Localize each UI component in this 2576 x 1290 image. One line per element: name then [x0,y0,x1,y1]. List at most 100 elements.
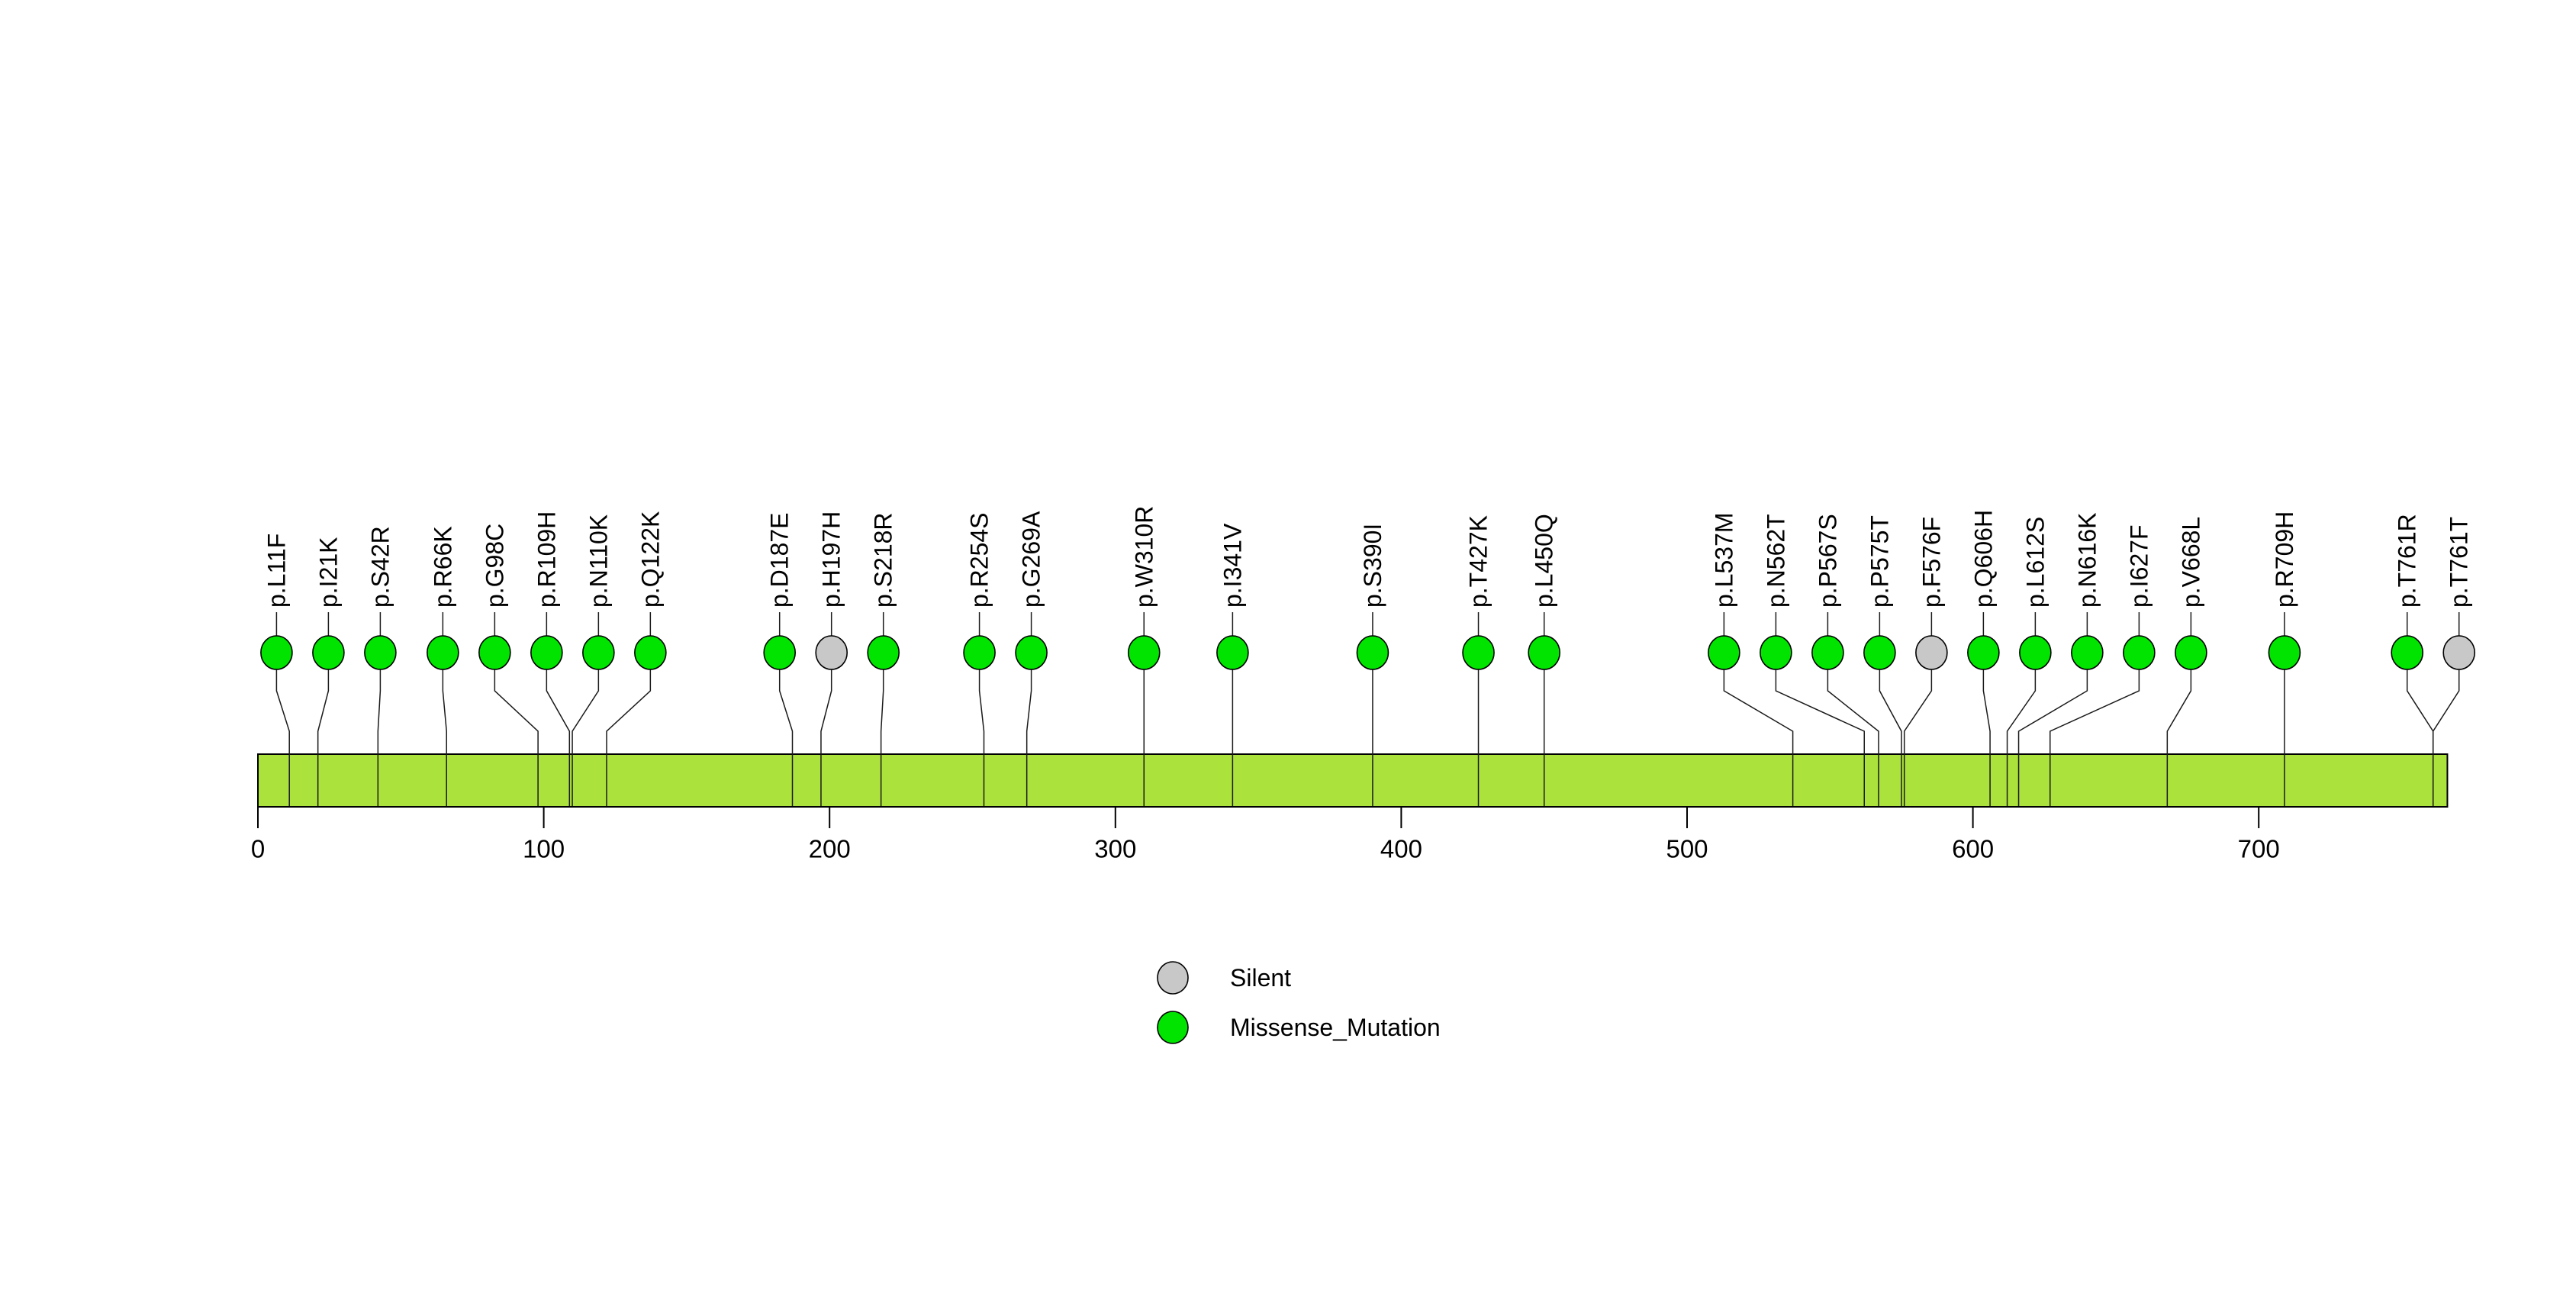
mutation-label: p.D187E [766,512,794,608]
mutation-circle-missense [1760,635,1792,670]
lollipop-p.S218R: p.S218R [867,512,900,806]
mutation-circle-missense [2175,635,2207,670]
mutation-label: p.S42R [366,526,394,608]
mutation-circle-missense [2268,635,2301,670]
lollipop-stem [494,669,539,806]
lollipop-stem [2017,669,2088,806]
lollipop-stem [572,669,600,806]
mutation-circle-missense [1528,635,1560,670]
lollipop-p.H197H: p.H197H [815,511,848,806]
lollipop-p.G98C: p.G98C [478,524,539,806]
mutation-circle-missense [2071,635,2104,670]
lollipop-p.W310R: p.W310R [1127,506,1161,806]
mutation-circle-silent [815,635,848,670]
lollipop-stem [377,669,382,806]
lollipop-stem [820,669,832,806]
mutation-circle-missense [963,635,996,670]
mutation-label: p.P567S [1814,514,1841,608]
lollipop-stem [275,669,290,806]
mutation-circle-missense [1462,635,1495,670]
mutation-circle-missense [1015,635,1048,670]
mutation-label: p.R254S [966,512,993,608]
lollipop-stem [2049,669,2140,806]
lollipop-stem [2006,669,2037,806]
lollipop-p.R66K: p.R66K [427,526,459,806]
legend-label: Missense_Mutation [1230,1014,1441,1041]
mutation-circle-missense [634,635,667,670]
mutation-circle-missense [1863,635,1896,670]
axis-tick-label: 200 [809,835,851,863]
lollipop-p.I21K: p.I21K [312,537,345,806]
mutation-label: p.T761T [2446,517,2473,608]
legend-swatch-circle [1157,1011,1189,1044]
mutation-circle-missense [1708,635,1740,670]
lollipop-p.Q122K: p.Q122K [606,511,667,806]
lollipop-p.S42R: p.S42R [364,526,397,806]
mutation-label: p.G269A [1018,511,1045,608]
lollipop-p.L612S: p.L612S [2006,517,2052,806]
mutation-label: p.F576F [1918,517,1945,608]
mutation-label: p.P575T [1866,515,1893,608]
lollipop-p.P575T: p.P575T [1863,515,1902,806]
mutation-label: p.R709H [2271,511,2298,608]
mutation-label: p.S390I [1359,524,1386,608]
lollipop-p.V668L: p.V668L [2166,517,2207,806]
lollipop-stem [1723,669,1794,806]
lollipop-stem [978,669,985,806]
mutation-label: p.N616K [2073,512,2101,608]
mutation-label: p.N562T [1762,514,1789,608]
lollipop-p.I627F: p.I627F [2049,524,2156,806]
lollipop-stem [1827,669,1879,806]
mutation-circle-missense [427,635,459,670]
lollipop-stem [606,669,652,806]
lollipop-p.N562T: p.N562T [1760,514,1865,806]
lollipop-p.L11F: p.L11F [260,534,293,806]
lollipop-stem [880,669,884,806]
lollipop-stem [317,669,330,806]
axis-tick-label: 500 [1666,835,1708,863]
lollipop-stem [442,669,447,806]
lollipop-stem [1982,669,1991,806]
axis-tick-label: 0 [251,835,265,863]
lollipop-p.L537M: p.L537M [1708,512,1794,806]
lollipop-p.S390I: p.S390I [1356,524,1389,806]
mutation-circle-silent [2442,635,2476,670]
legend-item-silent: Silent [1157,961,1291,995]
lollipop-p.R254S: p.R254S [963,512,996,806]
lollipop-p.F576F: p.F576F [1903,517,1948,806]
mutation-circle-missense [582,635,615,670]
lollipop-p.Q606H: p.Q606H [1967,510,2000,806]
lollipop-p.N110K: p.N110K [572,514,615,806]
lollipop-stem [2166,669,2192,806]
mutation-circle-silent [1915,635,1948,670]
mutation-circle-missense [312,635,345,670]
mutation-label: p.Q122K [636,511,664,608]
axis-tick-label: 600 [1952,835,1994,863]
mutation-circle-missense [364,635,397,670]
mutation-label: p.I627F [2125,524,2153,608]
lollipop-p.T761T: p.T761T [2432,517,2476,806]
mutation-circle-missense [530,635,563,670]
mutation-label: p.I21K [314,537,342,608]
mutation-label: p.L450Q [1531,514,1558,608]
mutation-circle-missense [1356,635,1389,670]
mutation-circle-missense [2391,635,2424,670]
mutation-circle-missense [1216,635,1249,670]
axis-tick-label: 300 [1094,835,1136,863]
mutation-label: p.L612S [2021,517,2049,608]
mutation-label: p.R66K [429,526,456,608]
mutation-label: p.I341V [1219,523,1246,608]
mutation-circle-missense [763,635,796,670]
mutation-circle-missense [867,635,900,670]
mutation-label: p.N110K [584,514,612,608]
mutation-circle-missense [1127,635,1161,670]
lollipop-p.R709H: p.R709H [2268,511,2301,806]
lollipop-stem [546,669,571,806]
lollipop-stem [1026,669,1032,806]
lollipop-p.I341V: p.I341V [1216,523,1249,806]
lollipop-stem [778,669,794,806]
mutation-circle-missense [478,635,511,670]
lollipop-p.D187E: p.D187E [763,512,796,806]
lollipop-p.R109H: p.R109H [530,511,571,806]
